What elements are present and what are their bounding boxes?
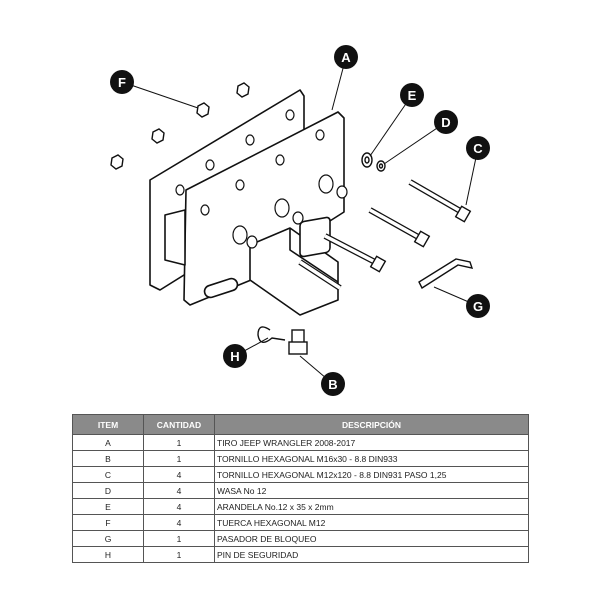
cantidad-cell: 4 (143, 466, 215, 483)
svg-text:H: H (230, 349, 239, 364)
item-cell: B (72, 450, 144, 467)
svg-text:G: G (473, 299, 483, 314)
descripcion-cell: TORNILLO HEXAGONAL M12x120 - 8.8 DIN931 … (214, 466, 529, 483)
svg-text:C: C (473, 141, 483, 156)
cantidad-cell: 4 (143, 482, 215, 499)
descripcion-cell: PIN DE SEGURIDAD (214, 546, 529, 563)
cantidad-cell: 1 (143, 434, 215, 451)
item-cell: C (72, 466, 144, 483)
svg-text:D: D (441, 115, 450, 130)
item-cell: G (72, 530, 144, 547)
header-item: ITEM (72, 414, 144, 435)
callout-C: C (466, 136, 490, 160)
exploded-assembly-drawing: A B C D E F G H (110, 45, 490, 396)
descripcion-cell: TORNILLO HEXAGONAL M16x30 - 8.8 DIN933 (214, 450, 529, 467)
item-cell: D (72, 482, 144, 499)
svg-text:E: E (408, 88, 417, 103)
descripcion-cell: TUERCA HEXAGONAL M12 (214, 514, 529, 531)
item-cell: F (72, 514, 144, 531)
cantidad-cell: 1 (143, 546, 215, 563)
item-cell: A (72, 434, 144, 451)
cantidad-cell: 4 (143, 498, 215, 515)
cantidad-cell: 4 (143, 514, 215, 531)
callout-H: H (223, 344, 247, 368)
callout-A: A (334, 45, 358, 69)
svg-text:F: F (118, 75, 126, 90)
callout-B: B (321, 372, 345, 396)
callout-F: F (110, 70, 134, 94)
svg-text:A: A (341, 50, 351, 65)
table-header: ITEM CANTIDAD DESCRIPCIÓN (72, 414, 529, 435)
callout-D: D (434, 110, 458, 134)
item-cell: E (72, 498, 144, 515)
callout-E: E (400, 83, 424, 107)
svg-text:B: B (328, 377, 337, 392)
cantidad-cell: 1 (143, 450, 215, 467)
callout-G: G (466, 294, 490, 318)
descripcion-cell: PASADOR DE BLOQUEO (214, 530, 529, 547)
item-cell: H (72, 546, 144, 563)
cantidad-cell: 1 (143, 530, 215, 547)
header-cantidad: CANTIDAD (143, 414, 215, 435)
descripcion-cell: TIRO JEEP WRANGLER 2008-2017 (214, 434, 529, 451)
header-descripcion: DESCRIPCIÓN (214, 414, 529, 435)
descripcion-cell: ARANDELA No.12 x 35 x 2mm (214, 498, 529, 515)
descripcion-cell: WASA No 12 (214, 482, 529, 499)
